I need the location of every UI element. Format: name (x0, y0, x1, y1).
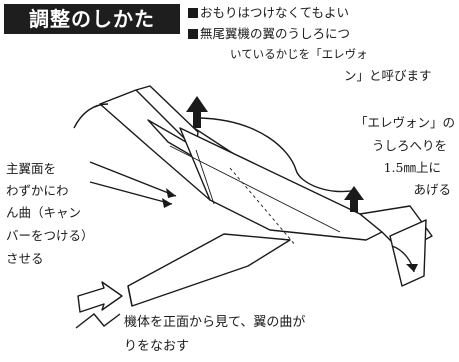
up-arrow-icon (344, 186, 364, 212)
zigzag-pointer-icon (75, 313, 121, 329)
fold-line (169, 145, 341, 233)
front-wing (127, 233, 291, 307)
hollow-arrow-icon (77, 281, 123, 313)
camber-label-line5: させる (6, 251, 44, 266)
note-elevon-line3: ン」と呼びます (344, 68, 432, 83)
diagram-title: 調整のしかた (4, 4, 180, 34)
elevon-label-line2: うしろへりを (371, 138, 447, 153)
fold-line (229, 167, 297, 247)
camber-label-line1: 主翼面を (6, 161, 57, 176)
elevon-label-line4: あげる (413, 182, 451, 197)
right-wingtip (389, 219, 427, 287)
arrowhead (406, 264, 418, 272)
note-elevon-line2: いているかじを「エレヴォ (230, 47, 368, 61)
front-wing-edge (127, 285, 133, 307)
square-bullet-icon (188, 8, 198, 18)
elevon-bracket (199, 117, 357, 193)
fold-line (195, 149, 215, 205)
note-elevon-line1: 無尾翼機の翼のうしろにつ (188, 23, 350, 44)
arrowhead (162, 198, 172, 208)
elevon-label-line3: 1.5㎜上に (383, 160, 441, 175)
camber-label-line3: ん曲（キャン (6, 205, 82, 220)
camber-pointer (89, 161, 177, 197)
camber-label-line4: バーをつける） (6, 228, 94, 243)
elevon-label-line1: 「エレヴォン」の (354, 115, 455, 130)
square-bullet-icon (188, 29, 198, 39)
up-arrow-icon (186, 96, 208, 128)
front-view-label-line1: 機体を正面から見て、翼の曲が (124, 315, 306, 330)
camber-pointer (89, 181, 173, 205)
curve-arrow-top-left (73, 103, 109, 129)
note-weight: おもりはつけなくてもよい (188, 2, 349, 23)
front-view-label-line2: りをなおす (124, 339, 190, 354)
arrowhead (166, 188, 176, 198)
right-wing (179, 127, 383, 241)
camber-label-line2: わずかにわ (6, 183, 69, 198)
